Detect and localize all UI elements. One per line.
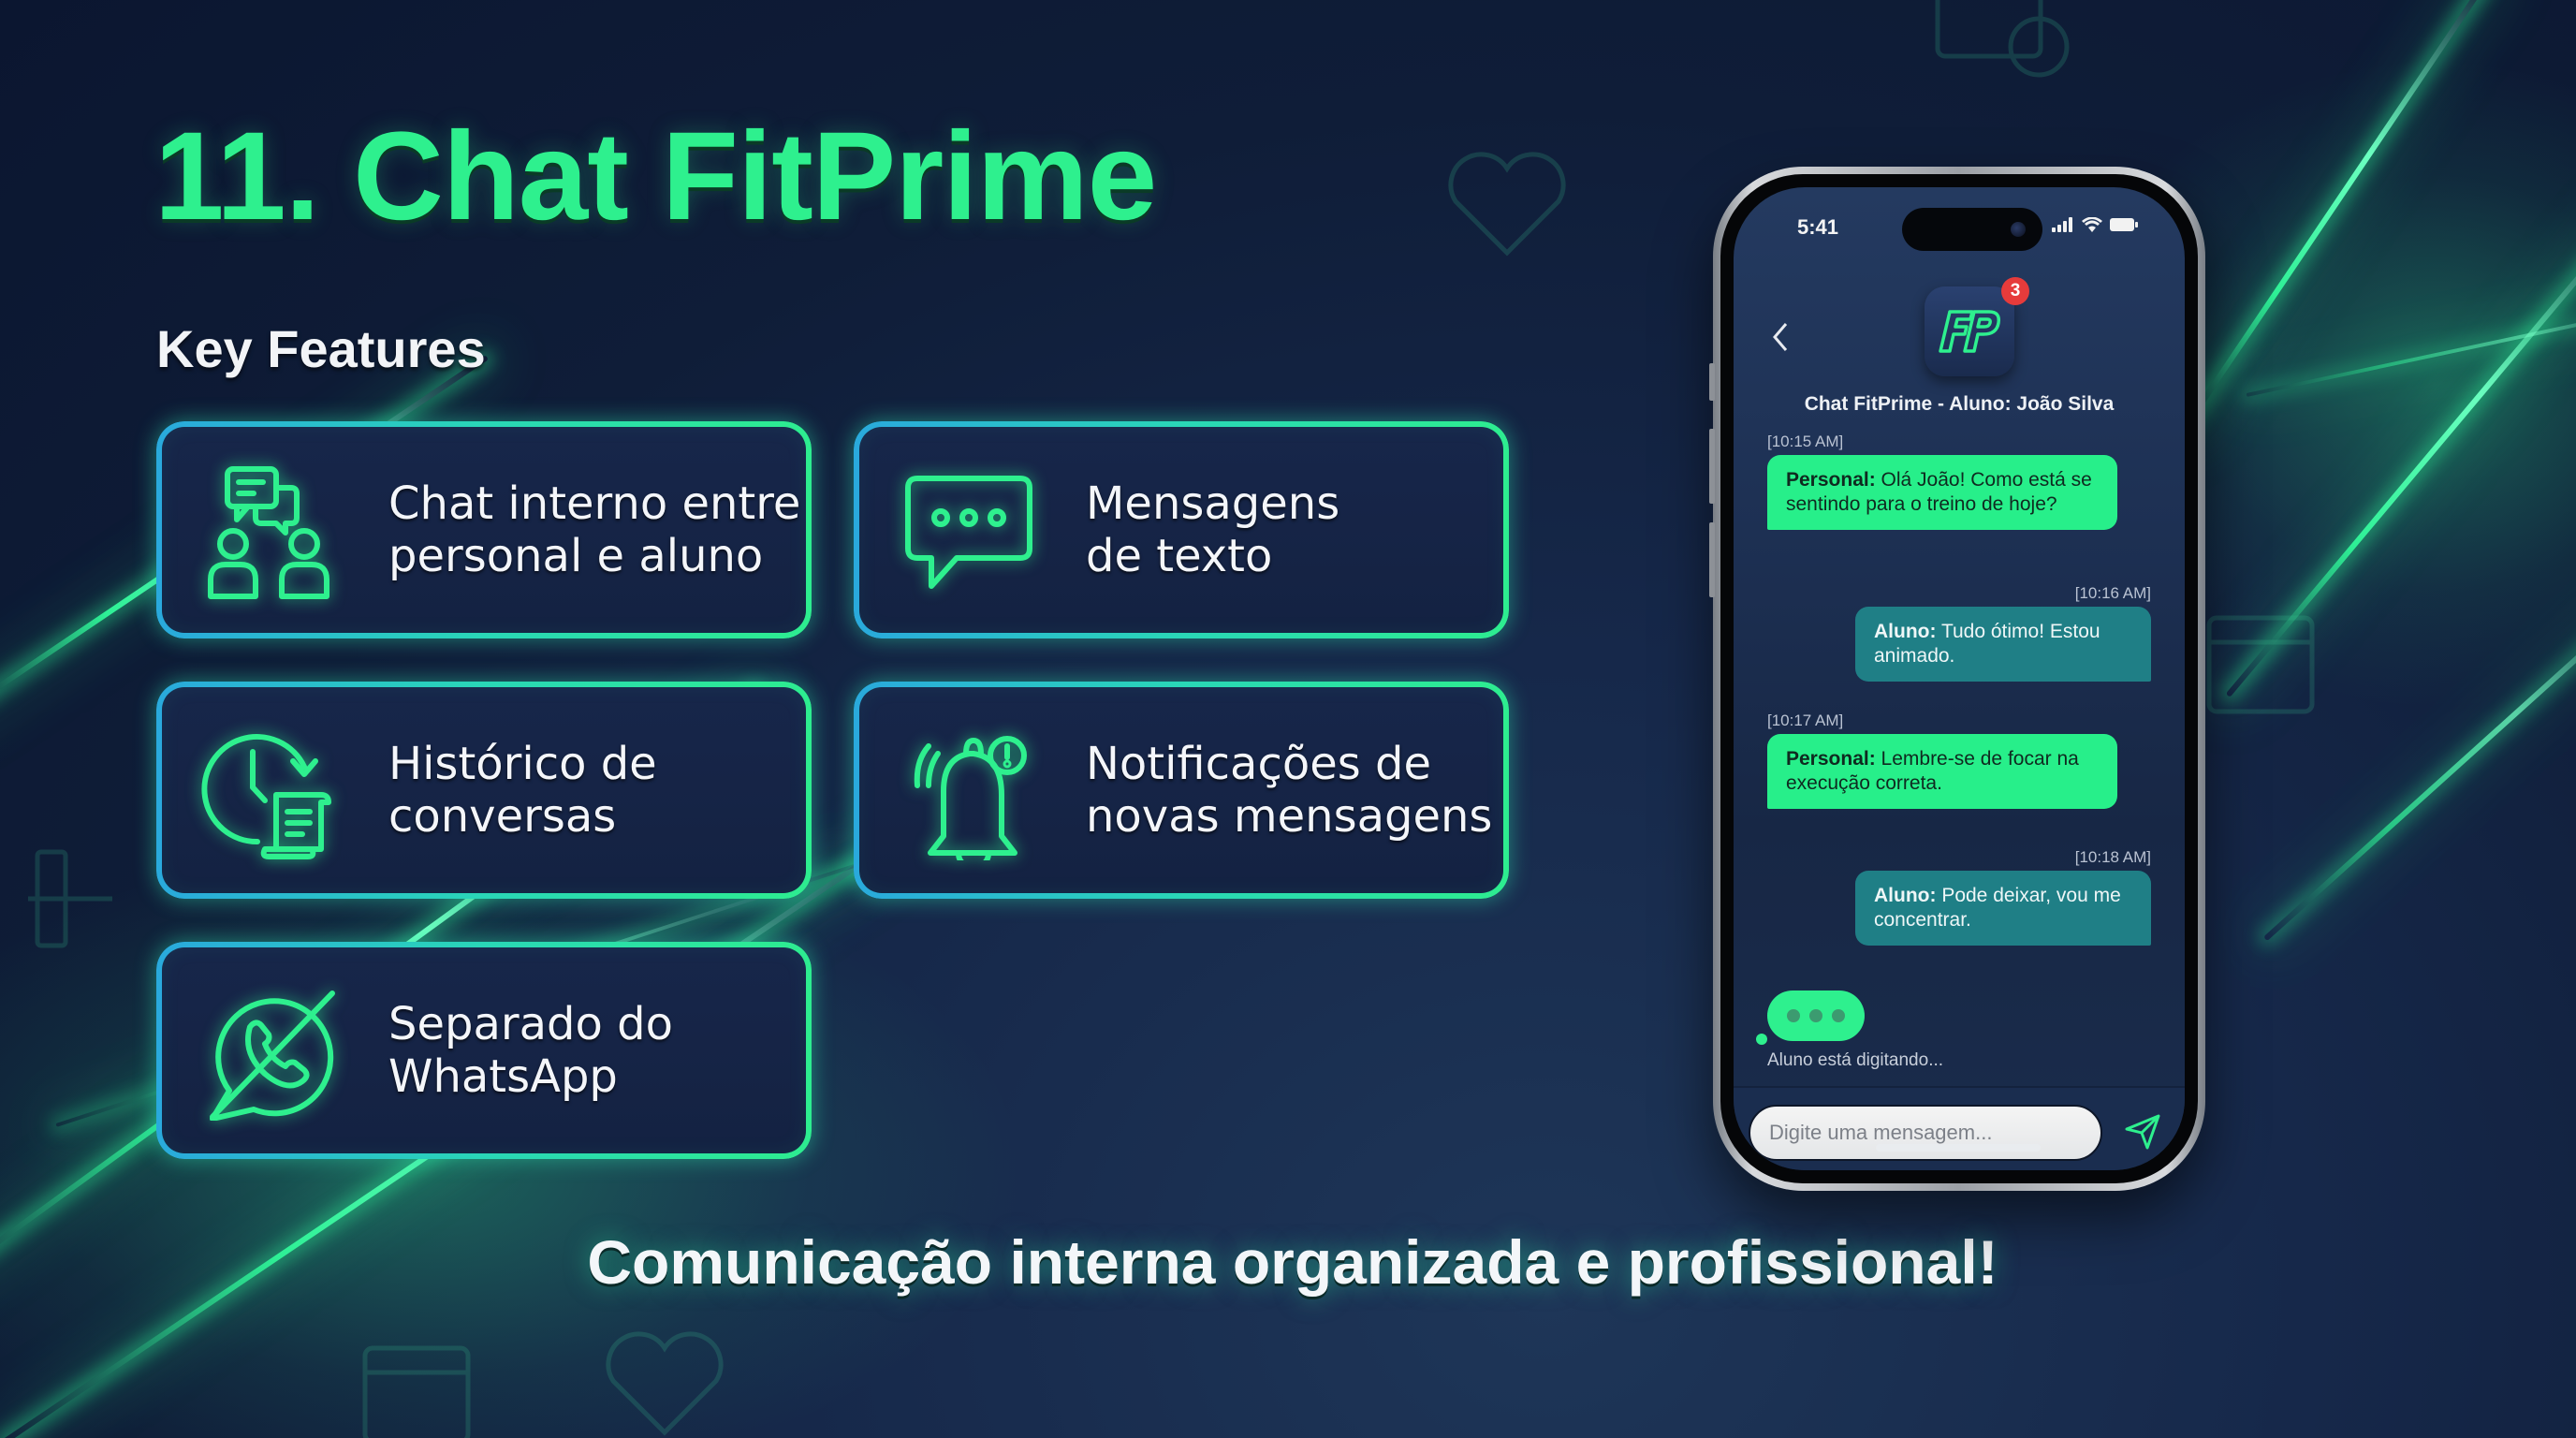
send-icon xyxy=(2125,1114,2160,1150)
wifi-icon xyxy=(2082,217,2102,232)
feature-label: Mensagens de texto xyxy=(1086,477,1340,582)
phone-side-button xyxy=(1709,363,1715,401)
message-bubble-aluno: Aluno: Pode deixar, vou me concentrar. xyxy=(1855,871,2151,946)
page-title: 11. Chat FitPrime xyxy=(154,107,1157,246)
message-text: Pode deixar, vou me concentrar. xyxy=(1874,885,2121,931)
message-bubble-personal: Personal: Olá João! Como está se sentind… xyxy=(1767,455,2117,530)
feature-card-chat-interno: Chat interno entre personal e aluno xyxy=(156,421,812,638)
heart-pulse-icon xyxy=(1442,150,1573,267)
whatsapp-off-icon xyxy=(201,980,342,1121)
message-sender: Aluno: xyxy=(1874,621,1937,642)
feature-label: Separado do WhatsApp xyxy=(388,998,673,1103)
battery-icon xyxy=(2110,218,2138,231)
phone-mockup: 5:41 xyxy=(1709,167,2205,1191)
calendar-clock-icon xyxy=(1928,0,2078,89)
message-timestamp: [10:18 AM] xyxy=(2074,848,2151,866)
feature-card-notificacoes: Notificações de novas mensagens xyxy=(854,682,1509,899)
chat-screen: 5:41 xyxy=(1734,187,2185,1170)
light-streak xyxy=(2262,561,2576,942)
back-button[interactable] xyxy=(1767,318,1795,356)
light-streak xyxy=(2246,296,2576,397)
history-clock-icon xyxy=(201,720,342,860)
chevron-left-icon xyxy=(1773,323,1788,351)
dynamic-island xyxy=(1902,208,2042,251)
unread-badge: 3 xyxy=(2001,277,2029,305)
message-composer xyxy=(1734,1086,2185,1170)
status-time: 5:41 xyxy=(1797,215,1839,239)
message-sender: Aluno: xyxy=(1874,885,1937,906)
message-timestamp: [10:16 AM] xyxy=(2074,584,2151,602)
feature-label: Histórico de conversas xyxy=(388,738,657,843)
phone-bezel: 5:41 xyxy=(1720,174,2198,1183)
feature-card-whatsapp: Separado do WhatsApp xyxy=(156,942,812,1159)
calendar-icon xyxy=(2200,599,2321,726)
chat-people-icon xyxy=(201,460,342,600)
heart-pulse-icon xyxy=(599,1329,730,1438)
status-bar: 5:41 xyxy=(1734,187,2185,253)
tagline: Comunicação interna organizada e profiss… xyxy=(587,1227,1998,1297)
message-timestamp: [10:17 AM] xyxy=(1767,712,1844,729)
message-text: Lembre-se de focar na execução correta. xyxy=(1786,748,2079,794)
message-text: Tudo ótimo! Estou animado. xyxy=(1874,621,2100,667)
feature-label: Notificações de novas mensagens xyxy=(1086,738,1493,843)
message-timestamp: [10:15 AM] xyxy=(1767,433,1844,450)
typing-indicator-tail xyxy=(1756,1034,1767,1045)
bell-alert-icon xyxy=(899,720,1039,860)
home-indicator[interactable] xyxy=(1876,1144,2041,1152)
app-logo xyxy=(1925,286,2014,376)
send-button[interactable] xyxy=(2123,1112,2162,1152)
status-icons xyxy=(2052,217,2138,232)
phone-side-button xyxy=(1709,429,1715,504)
typing-indicator xyxy=(1767,990,1865,1041)
light-streak xyxy=(2225,191,2576,697)
section-heading: Key Features xyxy=(156,319,486,378)
calendar-icon xyxy=(356,1329,477,1438)
feature-card-mensagens: Mensagens de texto xyxy=(854,421,1509,638)
message-bubble-aluno: Aluno: Tudo ótimo! Estou animado. xyxy=(1855,607,2151,682)
dumbbell-icon xyxy=(28,843,112,960)
message-text: Olá João! Como está se sentindo para o t… xyxy=(1786,469,2092,515)
message-sender: Personal: xyxy=(1786,469,1876,491)
signal-icon xyxy=(2052,217,2072,232)
message-input[interactable] xyxy=(1749,1105,2102,1161)
feature-label: Chat interno entre personal e aluno xyxy=(388,477,801,582)
message-dots-icon xyxy=(899,460,1039,600)
typing-status: Aluno está digitando... xyxy=(1767,1050,1944,1070)
feature-card-historico: Histórico de conversas xyxy=(156,682,812,899)
phone-side-button xyxy=(1709,522,1715,597)
message-bubble-personal: Personal: Lembre-se de focar na execução… xyxy=(1767,734,2117,809)
camera-icon xyxy=(2011,222,2026,237)
chat-title: Chat FitPrime - Aluno: João Silva xyxy=(1804,393,2115,415)
fp-logo-icon xyxy=(1939,310,2001,353)
light-streak xyxy=(2178,0,2498,435)
message-sender: Personal: xyxy=(1786,748,1876,770)
